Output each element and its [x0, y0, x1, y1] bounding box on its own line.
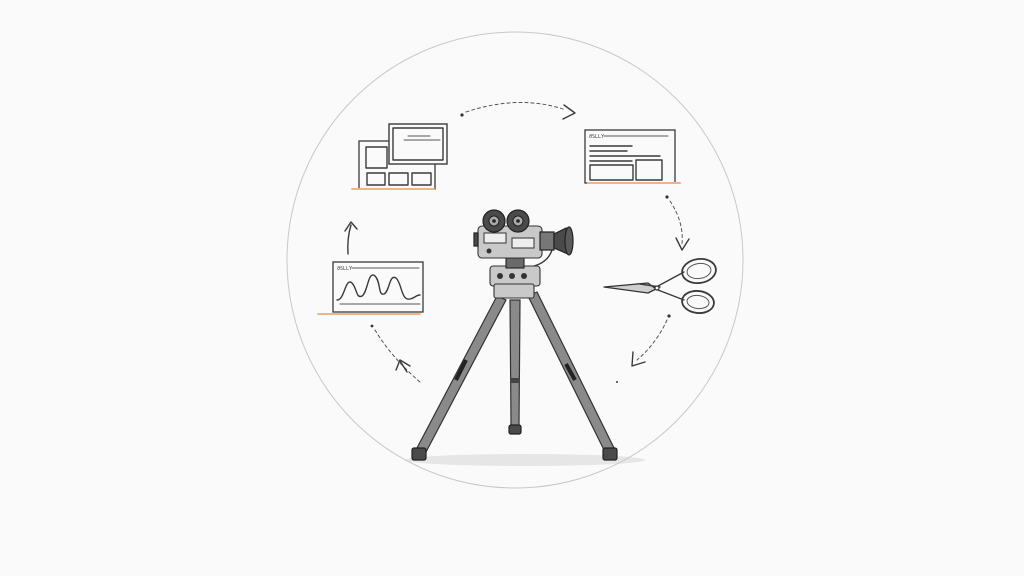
ground-shadow	[405, 454, 645, 466]
svg-text:ӘSLLY: ӘSLLY	[589, 134, 604, 140]
waveform-chart-icon: ƏSLLY	[317, 261, 424, 315]
cycle-circle	[286, 31, 744, 489]
script-document-icon: ӘSLLY	[584, 129, 681, 184]
storyboard-windows-icon	[351, 123, 448, 190]
cycle-arrow-top-icon	[460, 101, 576, 120]
cycle-arrow-right-top-icon	[665, 195, 690, 251]
film-camera-on-tripod-icon	[411, 209, 618, 461]
cycle-arrow-left-top-icon	[344, 221, 358, 255]
scissors-icon	[603, 257, 717, 314]
cycle-arrow-right-bottom-icon	[616, 314, 671, 383]
svg-text:ƏSLLY: ƏSLLY	[337, 266, 352, 272]
cycle-arrow-left-bottom-icon	[370, 324, 421, 383]
